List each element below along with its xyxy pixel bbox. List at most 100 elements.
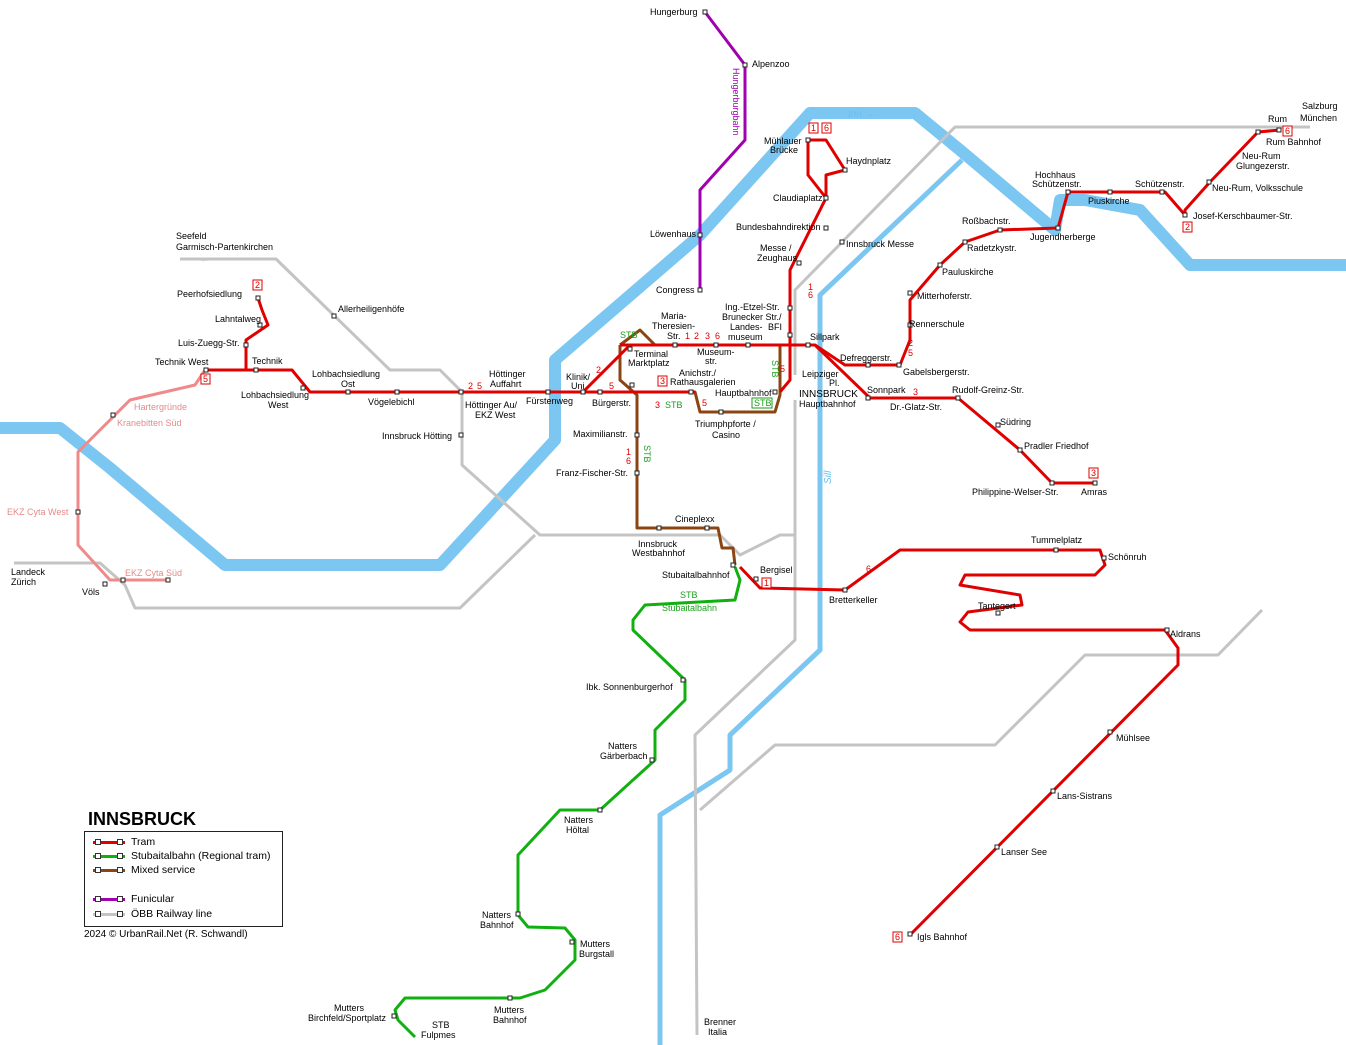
- station-haydnplatz: Haydnplatz: [846, 156, 892, 166]
- station-westbhf: Innsbruck: [638, 539, 678, 549]
- station-theresien: Theresien-: [652, 321, 695, 331]
- station-pl: Pl.: [829, 378, 840, 388]
- rail-brenner: [693, 400, 797, 1036]
- label-landeck: Landeck: [11, 567, 46, 577]
- badge-6-tummel: 6: [866, 564, 871, 574]
- station-pradler: Pradler Friedhof: [1024, 441, 1089, 451]
- legend-row-funicular: Funicular: [93, 893, 174, 905]
- station-technikwest: Technik West: [155, 357, 209, 367]
- station-aufahrt: Auffahrt: [490, 379, 522, 389]
- station-stb-fulpmes: STB: [432, 1020, 450, 1030]
- badge-1-bfi: 1: [808, 282, 813, 292]
- station-burgstall: Burgstall: [579, 949, 614, 959]
- station-hartergruende: Hartergründe: [134, 402, 187, 412]
- badge-5-renner: 5: [908, 348, 913, 358]
- station-amras: Amras: [1081, 487, 1108, 497]
- badge-2-klinik: 2: [596, 365, 601, 375]
- station-sillpark: Sillpark: [810, 332, 840, 342]
- station-bfi: BFI: [768, 322, 782, 332]
- legend-label-funicular: Funicular: [131, 893, 175, 905]
- badge-2-renner: 2: [908, 338, 913, 348]
- tram-ost: [814, 128, 1281, 367]
- legend-label-rail: ÖBB Railway line: [131, 908, 213, 920]
- badge-6-str: 6: [715, 331, 720, 341]
- station-lohbachost: Lohbachsiedlung: [312, 369, 380, 379]
- planned-line: [76, 369, 207, 582]
- station-franzfischer: Franz-Fischer-Str.: [556, 468, 628, 478]
- badge-5-technik: 5: [203, 374, 208, 384]
- station-jugendherberge: Jugendherberge: [1030, 232, 1096, 242]
- station-labels: Hungerburg Alpenzoo Hungerburgbahn Löwen…: [7, 7, 1338, 1040]
- river-sill: [657, 158, 964, 1045]
- station-kerschbaumer: Josef-Kerschbaumer-Str.: [1193, 211, 1293, 221]
- station-loewenhaus: Löwenhaus: [650, 229, 697, 239]
- label-stubaitalbahn: Stubaitalbahn: [662, 603, 717, 613]
- river-sill-label: Sill: [823, 470, 834, 484]
- station-peerhof: Peerhofsiedlung: [177, 289, 242, 299]
- station-fuerstenweg: Fürstenweg: [526, 396, 573, 406]
- station-anichstr: Anichstr./: [679, 368, 717, 378]
- station-bruecke: Brücke: [770, 145, 798, 155]
- station-congress: Congress: [656, 285, 695, 295]
- station-nattershoeltal: Natters: [564, 815, 594, 825]
- station-mitterhofer: Mitterhoferstr.: [917, 291, 972, 301]
- label-stb: STB: [680, 590, 698, 600]
- station-rathaus: Rathausgalerien: [670, 377, 736, 387]
- station-bundesbahndirektion: Bundesbahndirektion: [736, 222, 821, 232]
- badge-2-peerhof: 2: [255, 280, 260, 290]
- station-etzel: Ing.-Etzel-Str.: [725, 302, 780, 312]
- station-nattersbhf: Natters: [482, 910, 512, 920]
- funicular-line: [698, 11, 747, 290]
- station-muehlsee: Mühlsee: [1116, 733, 1150, 743]
- station-sonnpark: Sonnpark: [867, 385, 906, 395]
- station-casino: Casino: [712, 430, 740, 440]
- tram-lines: [206, 128, 1281, 937]
- stb-line: [393, 566, 742, 1039]
- station-terminal: Terminal: [634, 349, 668, 359]
- legend-swatch-stb: [93, 852, 125, 859]
- line-badges: 1 6 2 5 3 2 3 1 6 6 STB 2 5 2 5 3 5 1 2 …: [200, 122, 1293, 943]
- badge-stb-terminal: STB: [620, 330, 638, 340]
- station-bergisel: Bergisel: [760, 565, 793, 575]
- station-zeughaus: Zeughaus: [757, 253, 798, 263]
- station-messe: Messe /: [760, 243, 792, 253]
- station-lohbachost2: Ost: [341, 379, 356, 389]
- station-bahnhof: Bahnhof: [480, 920, 514, 930]
- legend-label-tram: Tram: [131, 836, 156, 848]
- station-str: Str.: [667, 331, 681, 341]
- station-ibk-hbf: Hauptbahnhof: [799, 399, 856, 409]
- station-maximilian: Maximilianstr.: [573, 429, 628, 439]
- station-lahntal: Lahntalweg: [215, 314, 261, 324]
- station-cineplexx: Cineplexx: [675, 514, 715, 524]
- station-marktplatz: Marktplatz: [628, 358, 670, 368]
- tram-klinik: [581, 343, 632, 394]
- legend-label-mixed: Mixed service: [131, 864, 196, 876]
- legend-swatch-funicular: [93, 895, 125, 902]
- station-triumph: Triumphpforte /: [695, 419, 756, 429]
- badge-6-mix: 6: [626, 456, 631, 466]
- label-hungerburgbahn: Hungerburgbahn: [731, 68, 741, 136]
- station-aldrans: Aldrans: [1170, 629, 1201, 639]
- badge-3-str: 3: [705, 331, 710, 341]
- station-klinik: Klinik/: [566, 372, 591, 382]
- station-hoettingerau: Höttinger Au/: [465, 400, 518, 410]
- station-ekzcytasued: EKZ Cyta Süd: [125, 568, 182, 578]
- station-mutters: Mutters: [580, 939, 611, 949]
- station-bretterkeller: Bretterkeller: [829, 595, 878, 605]
- river-inn: [0, 107, 1346, 571]
- rail-arrow-west: ←: [200, 254, 209, 264]
- station-kranebitten: Kranebitten Süd: [117, 418, 182, 428]
- station-hoettingeraufahrt: Höttinger: [489, 369, 526, 379]
- tram-main-west: [246, 368, 695, 394]
- station-defregger: Defreggerstr.: [840, 353, 892, 363]
- legend-row-mixed: Mixed service: [93, 864, 195, 876]
- station-innsbruck-messe: Innsbruck Messe: [846, 239, 914, 249]
- label-salzburg: Salzburg: [1302, 101, 1338, 111]
- station-museumstr2: str.: [705, 356, 717, 366]
- rail-karwendel: [180, 257, 797, 557]
- legend-swatch-mixed: [93, 866, 125, 873]
- station-lanssistrans: Lans-Sistrans: [1057, 791, 1113, 801]
- legend-row-rail: ÖBB Railway line: [93, 908, 212, 920]
- station-museumstr: Museum-: [697, 347, 735, 357]
